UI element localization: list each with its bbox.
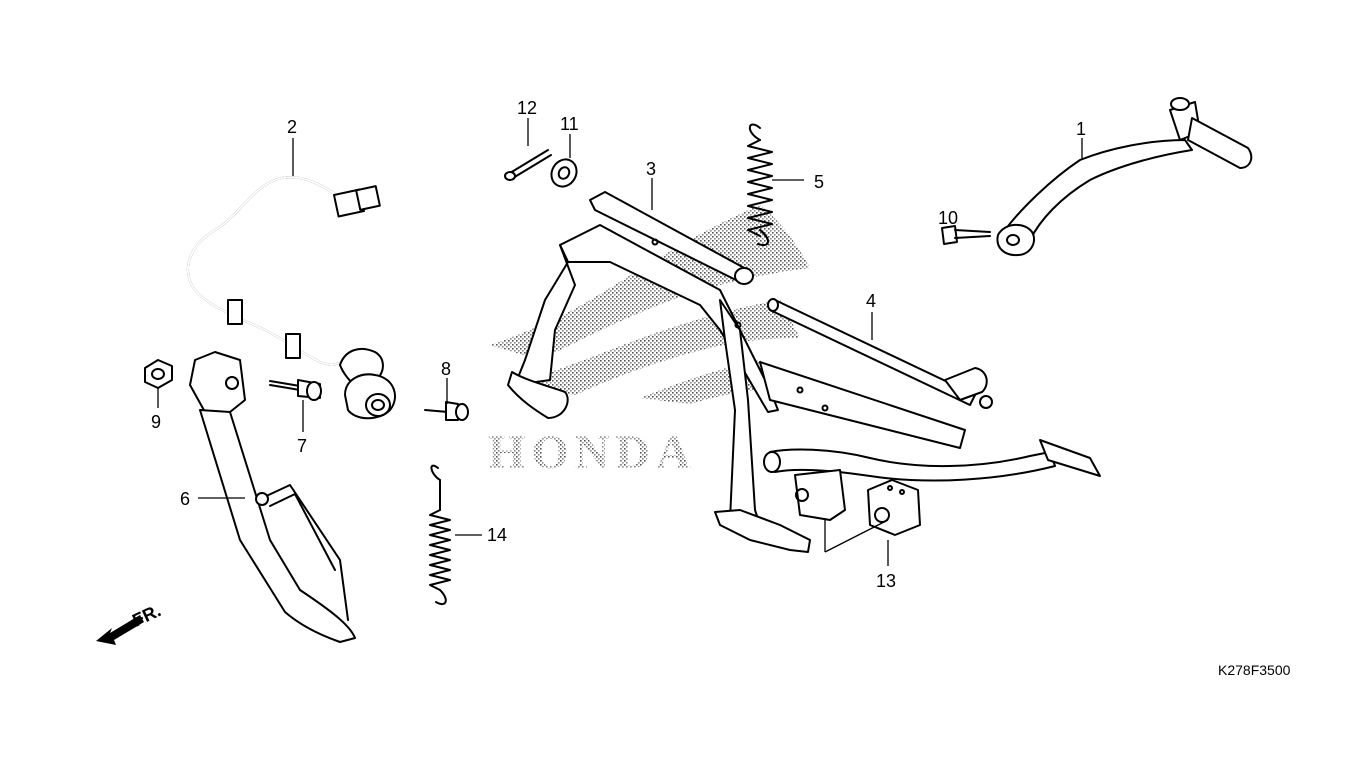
diagram-code: K278F3500 xyxy=(1218,662,1291,678)
washer xyxy=(550,158,578,188)
honda-watermark: HONDA xyxy=(488,205,810,479)
kick-starter-arm xyxy=(996,97,1253,257)
stand-pivot-shaft xyxy=(767,298,993,409)
stand-switch-wire xyxy=(186,176,396,420)
callout-6: 6 xyxy=(180,489,190,509)
callout-7: 7 xyxy=(297,436,307,456)
callout-2: 2 xyxy=(287,117,297,137)
return-spring xyxy=(429,464,451,606)
cotter-pin xyxy=(504,149,552,181)
callout-12: 12 xyxy=(517,98,537,118)
callout-9: 9 xyxy=(151,412,161,432)
nut-9 xyxy=(144,359,173,389)
brake-pedal xyxy=(189,351,356,643)
callout-10: 10 xyxy=(938,208,958,228)
callout-5: 5 xyxy=(814,172,824,192)
callout-14: 14 xyxy=(487,525,507,545)
stand-spring xyxy=(747,123,773,246)
rubber-stopper xyxy=(867,479,921,536)
bolt-7 xyxy=(269,379,322,401)
bolt-8 xyxy=(424,401,469,421)
callout-11: 11 xyxy=(560,114,579,134)
callout-3: 3 xyxy=(646,159,656,179)
callout-13: 13 xyxy=(876,571,896,591)
callout-1: 1 xyxy=(1076,119,1086,139)
watermark-text: HONDA xyxy=(488,426,697,479)
callout-labels: 1 2 3 4 5 6 7 8 9 10 11 12 13 14 xyxy=(151,98,1086,591)
callout-8: 8 xyxy=(441,359,451,379)
bolt-10 xyxy=(941,225,991,245)
leader-lines xyxy=(157,118,1083,566)
stand-foot-lever xyxy=(763,439,1101,521)
main-stand xyxy=(507,191,966,553)
front-direction-indicator: FR. xyxy=(96,600,164,645)
callout-4: 4 xyxy=(866,291,876,311)
